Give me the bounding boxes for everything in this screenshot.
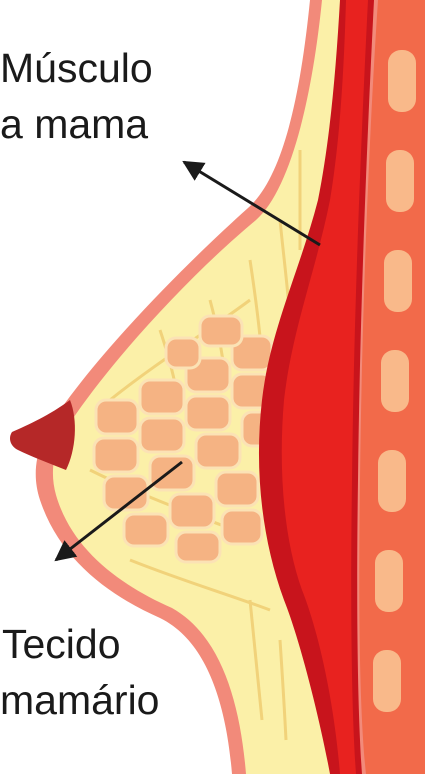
- nipple: [10, 400, 75, 470]
- tissue-label-line1: Tecido: [2, 621, 121, 667]
- muscle-label-line2: a mama: [0, 101, 148, 147]
- tissue-label-line2: mamário: [0, 677, 159, 723]
- muscle-label-line1: Músculo: [0, 45, 153, 91]
